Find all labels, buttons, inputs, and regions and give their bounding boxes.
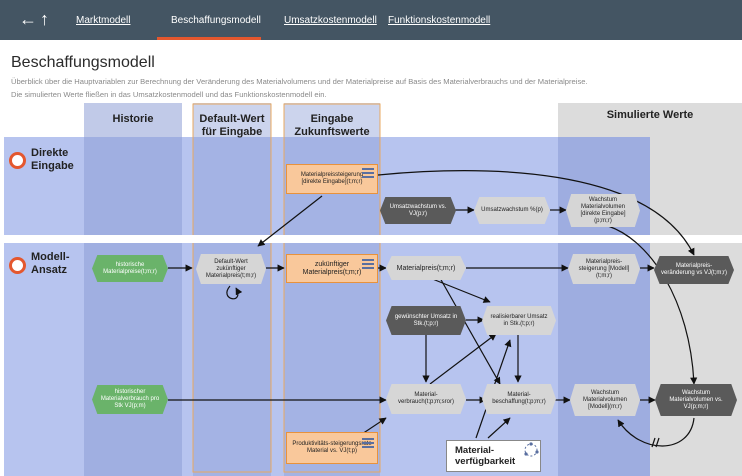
row-label-modell-1: Modell- [31,251,70,263]
column-default [193,103,271,476]
row-label-modell-2: Ansatz [31,264,68,276]
node-materialverfuegbarkeit[interactable]: Material- verfügbarkeit [446,440,541,472]
column-header-simuliert: Simulierte Werte [606,109,694,121]
arrow-up-icon[interactable]: ↑ [40,9,49,29]
node-materialpreissteigerung-direkt[interactable]: Materialpreissteigerung [direkte Eingabe… [286,164,378,194]
row-label-direkte-1: Direkte [31,147,69,159]
tab-umsatzkostenmodell[interactable]: Umsatzkostenmodell [284,15,377,26]
tab-marktmodell[interactable]: Marktmodell [76,15,131,26]
column-future-input [284,103,380,476]
node-materialbeschaffung[interactable]: Material-beschaffung(t;p;m;r) [482,384,556,414]
column-header-default-2: für Eingabe [201,126,263,138]
list-icon[interactable] [362,438,374,450]
top-nav-bar: ← ↑ Marktmodell Beschaffungsmodell Umsat… [0,0,742,40]
node-materialpreisveraenderung[interactable]: Materialpreis-veränderung vs VJ(t;m;r) [654,256,734,284]
column-header-eingabe-1: Eingabe [310,113,354,125]
page-description-line-2: Die simulierten Werte fließen in das Ums… [11,90,327,99]
node-materialpreis[interactable]: Materialpreis(t;m;r) [386,256,466,280]
column-header-eingabe-2: Zukunftswerte [294,126,370,138]
node-realisierbarer-umsatz[interactable]: realisierbarer Umsatz in Stk.(t;p;r) [482,306,556,335]
node-produktivitaetssteigerung[interactable]: Produktivitäts-steigerungsrate Material … [286,432,378,464]
column-history [84,103,182,476]
network-icon [524,442,539,457]
page-description-line-1: Überblick über die Hauptvariablen zur Be… [11,77,588,86]
node-wachstum-materialvolumen-direkt[interactable]: Wachstum Materialvolumen [direkte Eingab… [566,194,640,227]
tab-funktionskostenmodell[interactable]: Funktionskostenmodell [388,15,491,26]
process-diagram [0,103,742,476]
node-umsatzwachstum-vj[interactable]: Umsatzwachstum vs. VJ(p;r) [380,197,456,224]
active-tab-indicator [157,37,261,40]
node-historische-materialpreise[interactable]: historische Materialpreise(t;m;r) [92,255,168,282]
node-wachstum-materialvolumen-vj[interactable]: Wachstum Materialvolumen vs. VJ(p;m;r) [655,384,737,416]
column-header-historie: Historie [112,113,154,125]
column-header-default-1: Default-Wert [199,113,265,125]
radio-direct-input-icon[interactable] [9,152,26,169]
tab-beschaffungsmodell[interactable]: Beschaffungsmodell [171,15,261,26]
node-materialverbrauch[interactable]: Material-verbrauch(t;p;m;sror) [386,384,466,414]
node-wachstum-materialvolumen-modell[interactable]: Wachstum Materialvolumen [Modell](m;r) [570,384,640,416]
arrow-left-icon[interactable]: ← [19,9,37,29]
radio-model-approach-icon[interactable] [9,257,26,274]
node-materialpreissteigerung-modell[interactable]: Materialpreis-steigerung [Modell](t;m;r) [568,254,640,284]
node-default-zukuenftiger-preis[interactable]: Default-Wert zukünftiger Materialpreis(t… [196,254,266,284]
node-historischer-materialverbrauch[interactable]: historischer Materialverbrauch pro Stk V… [92,385,168,414]
page-title: Beschaffungsmodell [11,54,155,71]
list-icon[interactable] [362,259,374,271]
node-gewuenschter-umsatz[interactable]: gewünschter Umsatz in Stk.(t;p;r) [386,306,466,335]
node-umsatzwachstum-p[interactable]: Umsatzwachstum %(p) [474,197,550,224]
list-icon[interactable] [362,168,374,180]
row-label-direkte-2: Eingabe [31,160,74,172]
